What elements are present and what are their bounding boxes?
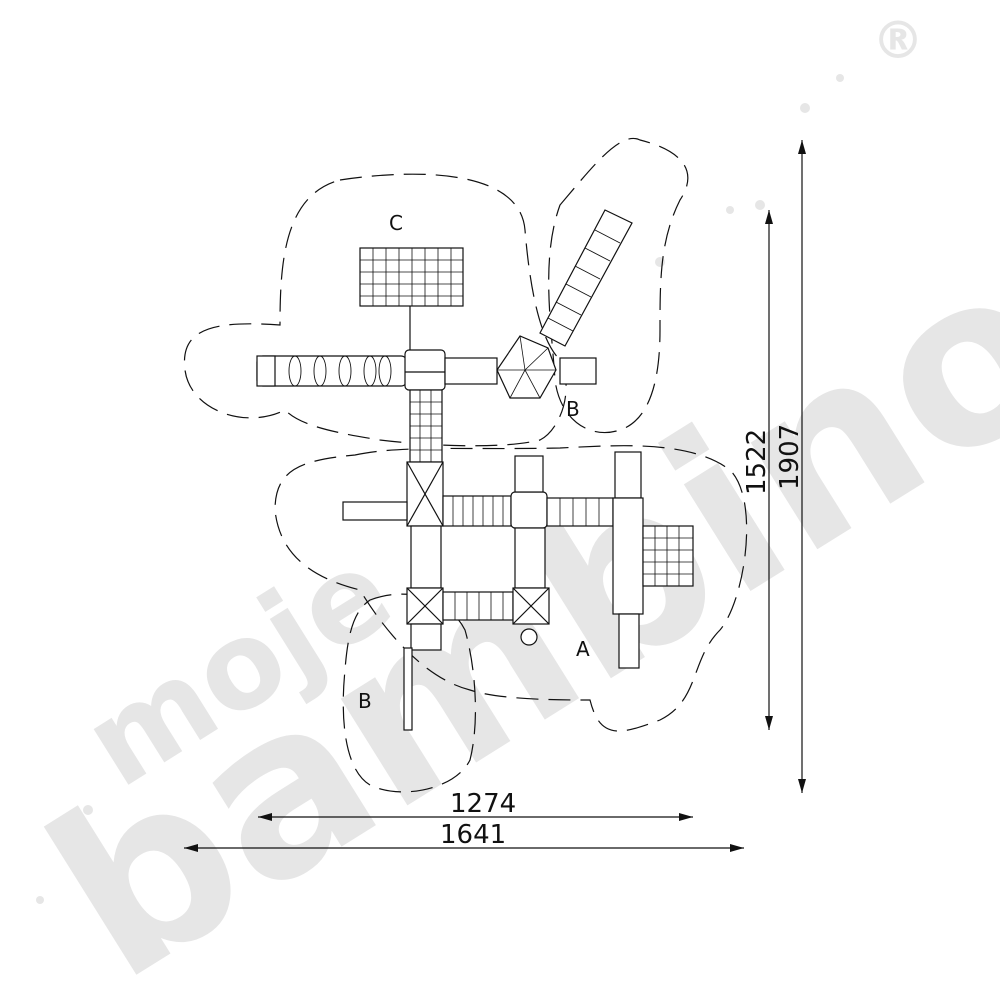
zone-label-a: A — [576, 637, 590, 661]
climbing-net-panel — [359, 247, 464, 350]
slide-right-top — [614, 451, 642, 499]
diagonal-tube-slide — [539, 209, 633, 347]
column-left-lower — [410, 525, 442, 589]
bridge-top — [444, 357, 498, 385]
tube-slide-left — [256, 355, 408, 387]
slide-right-bottom — [618, 613, 640, 669]
dimension-label-inner-height: 1522 — [742, 429, 772, 495]
dimension-label-outer-height: 1907 — [775, 424, 805, 490]
tower-middle-right — [510, 491, 548, 529]
zone-label-b-lower: B — [358, 689, 372, 713]
tower-platform-top — [404, 349, 446, 391]
bridge-bottom — [442, 591, 514, 621]
zone-labels: C B A B — [358, 211, 590, 713]
ramp-top-middle — [514, 455, 544, 493]
climbing-net-right — [642, 525, 694, 587]
dimension-label-inner-width: 1274 — [450, 789, 516, 819]
watermark-registered-mark: ® — [872, 11, 924, 71]
dimension-labels: 1274 1641 1522 1907 — [440, 424, 805, 850]
bridge-right — [546, 497, 614, 527]
tower-right — [612, 497, 644, 615]
zone-label-c: C — [389, 211, 403, 235]
tower-bottom-left — [406, 587, 444, 625]
safety-zone-b-lower — [342, 593, 477, 793]
playground-equipment — [256, 209, 694, 731]
dimension-lines — [184, 140, 806, 852]
steering-wheel — [520, 628, 538, 646]
vertical-ladder — [409, 389, 443, 463]
safety-zone-a — [274, 445, 748, 732]
slide-bottom-left-ramp — [410, 623, 442, 651]
zone-label-b-upper: B — [566, 397, 580, 421]
tower-bottom-right — [512, 587, 550, 625]
safety-zone-c — [183, 173, 567, 447]
bridge-middle — [442, 495, 512, 527]
hexagon-tower — [496, 335, 597, 399]
dimension-label-outer-width: 1641 — [440, 820, 506, 850]
fireman-pole-slide — [403, 647, 413, 731]
tower-middle-left — [406, 461, 444, 527]
side-slide-left — [342, 501, 408, 521]
column-middle-lower — [514, 527, 546, 589]
